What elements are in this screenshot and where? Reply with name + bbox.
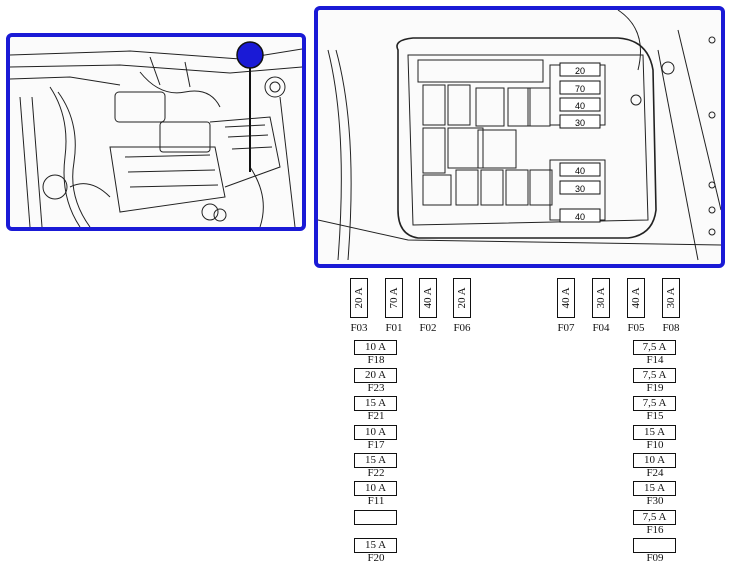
fuse-f19: 7,5 A xyxy=(633,368,676,383)
fuse-id-label: F06 xyxy=(453,322,471,334)
fuse-f23: 20 A xyxy=(354,368,397,383)
fuse-id-label: F16 xyxy=(646,524,664,536)
box-fuse-mark xyxy=(559,97,601,112)
fuse-id-label: F17 xyxy=(367,439,385,451)
fuse-f10: 15 A xyxy=(633,425,676,440)
box-fuse-mark xyxy=(559,114,601,129)
location-pointer xyxy=(236,41,264,172)
box-fuse-mark xyxy=(559,80,601,95)
fuse-spare-slot xyxy=(354,510,397,525)
box-fuse-mark xyxy=(559,162,601,177)
fuse-id-label: F02 xyxy=(419,322,437,334)
fuse-f30: 15 A xyxy=(633,481,676,496)
box-fuse-mark xyxy=(559,208,601,223)
fuse-id-label: F05 xyxy=(627,322,645,334)
fuse-f22: 15 A xyxy=(354,453,397,468)
fuse-f06: 20 A xyxy=(453,278,471,318)
fuse-rating: 40 A xyxy=(560,287,572,309)
fuse-f21: 15 A xyxy=(354,396,397,411)
fuse-rating: 70 A xyxy=(388,287,400,309)
fuse-f09 xyxy=(633,538,676,553)
box-fuse-mark-label: 30 xyxy=(575,118,585,128)
fuse-id-label: F03 xyxy=(350,322,368,334)
box-fuse-mark xyxy=(559,180,601,195)
fuse-f04: 30 A xyxy=(592,278,610,318)
fuse-f14: 7,5 A xyxy=(633,340,676,355)
fuse-id-label: F15 xyxy=(646,410,664,422)
fuse-id-label: F09 xyxy=(646,552,664,564)
fuse-rating: 40 A xyxy=(422,287,434,309)
fuse-id-label: F20 xyxy=(367,552,385,564)
fuse-id-label: F07 xyxy=(557,322,575,334)
fuse-f08: 30 A xyxy=(662,278,680,318)
fuse-f18: 10 A xyxy=(354,340,397,355)
fuse-f07: 40 A xyxy=(557,278,575,318)
fuse-f16: 7,5 A xyxy=(633,510,676,525)
fuse-f24: 10 A xyxy=(633,453,676,468)
fuse-id-label: F18 xyxy=(367,354,385,366)
fuse-id-label: F11 xyxy=(367,495,385,507)
fuse-f05: 40 A xyxy=(627,278,645,318)
box-fuse-mark-label: 40 xyxy=(575,166,585,176)
fuse-id-label: F21 xyxy=(367,410,385,422)
fuse-f02: 40 A xyxy=(419,278,437,318)
fuse-rating: 20 A xyxy=(353,287,365,309)
box-fuse-mark-label: 70 xyxy=(575,84,585,94)
fuse-id-label: F22 xyxy=(367,467,385,479)
location-marker-dot xyxy=(236,41,264,69)
fuse-f01: 70 A xyxy=(385,278,403,318)
box-fuse-mark-label: 30 xyxy=(575,184,585,194)
fuse-id-label: F24 xyxy=(646,467,664,479)
fuse-rating: 20 A xyxy=(456,287,468,309)
fuse-id-label: F04 xyxy=(592,322,610,334)
fuse-rating: 30 A xyxy=(595,287,607,309)
fuse-id-label: F08 xyxy=(662,322,680,334)
box-fuse-mark-label: 20 xyxy=(575,66,585,76)
fuse-rating: 40 A xyxy=(630,287,642,309)
fuse-f15: 7,5 A xyxy=(633,396,676,411)
engine-bay-drawing xyxy=(10,48,302,227)
fuse-rating: 30 A xyxy=(665,287,677,309)
fuse-f20: 15 A xyxy=(354,538,397,553)
box-fuse-mark-label: 40 xyxy=(575,212,585,222)
fuse-f17: 10 A xyxy=(354,425,397,440)
box-fuse-mark xyxy=(559,62,601,77)
fuse-id-label: F19 xyxy=(646,382,664,394)
engine-bay-illustration xyxy=(6,33,306,231)
fuse-id-label: F01 xyxy=(385,322,403,334)
fuse-id-label: F10 xyxy=(646,439,664,451)
fuse-f11: 10 A xyxy=(354,481,397,496)
fuse-id-label: F14 xyxy=(646,354,664,366)
fuse-id-label: F30 xyxy=(646,495,664,507)
fuse-box-rating-marks: 20 70 40 30 40 30 40 xyxy=(559,62,601,223)
fuse-f03: 20 A xyxy=(350,278,368,318)
fuse-id-label: F23 xyxy=(367,382,385,394)
box-fuse-mark-label: 40 xyxy=(575,101,585,111)
fuse-box-illustration: 20 70 40 30 40 30 40 xyxy=(314,6,725,268)
